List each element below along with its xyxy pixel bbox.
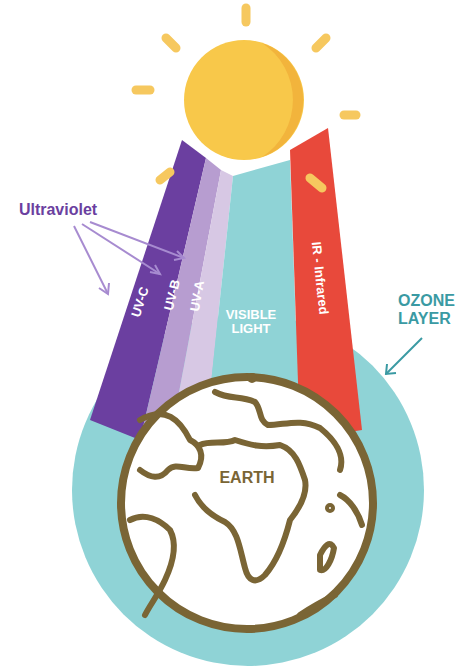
sun-rays — [136, 8, 356, 188]
earth-globe — [121, 377, 373, 629]
ozone-layer-label: OZONE LAYER — [398, 292, 458, 327]
sun-shade — [262, 43, 303, 157]
sun — [184, 40, 304, 160]
ozone-leader — [386, 338, 422, 374]
continents — [130, 376, 362, 615]
visible-light-label: VISIBLE LIGHT — [216, 308, 286, 337]
earth-label: EARTH — [219, 469, 274, 487]
ultraviolet-label: Ultraviolet — [19, 201, 97, 219]
